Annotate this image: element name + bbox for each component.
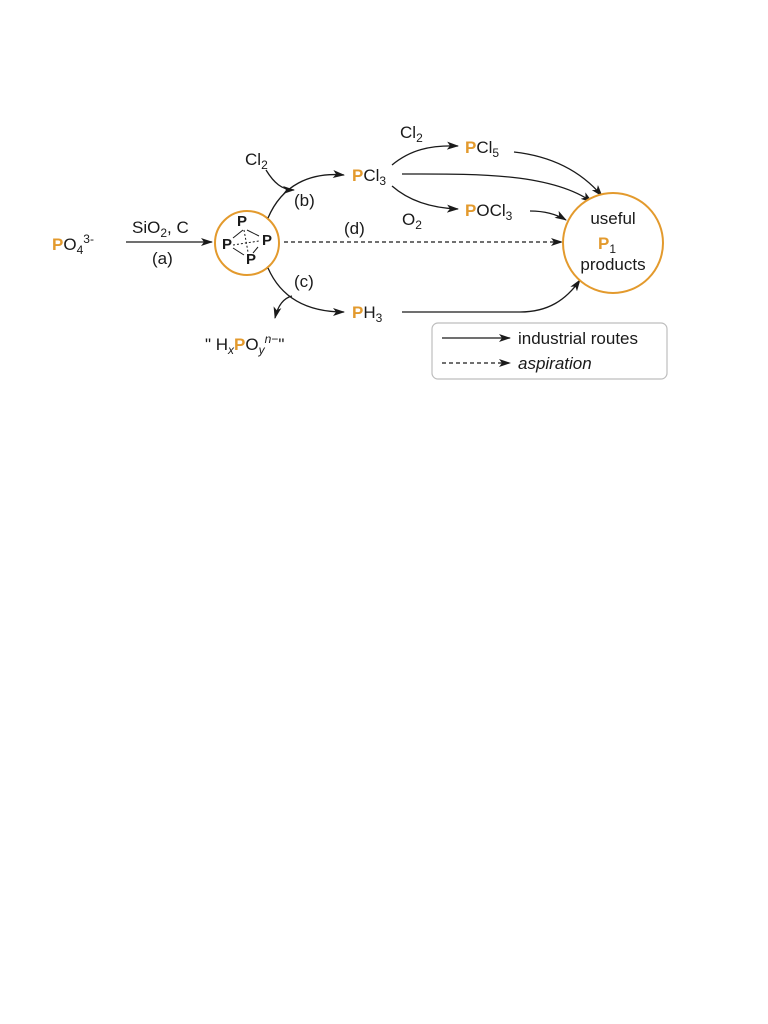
reagent-o2: O2 [402, 210, 422, 232]
arrow-pcl3-to-products [401, 173, 593, 203]
products-line-useful: useful [590, 209, 635, 228]
arrow-byproduct-output [273, 295, 293, 319]
products-line-products: products [580, 255, 645, 274]
byproduct-label: " HxPOyn−" [205, 332, 284, 357]
useful-products-node: useful P1 products [562, 192, 664, 294]
arrow-c [267, 267, 345, 316]
reagent-a: SiO2, C [132, 218, 189, 240]
p4-atom-right: P [262, 232, 272, 249]
phosphate-o: O [63, 235, 76, 254]
pcl5-node: PCl5 [465, 138, 499, 160]
phosphate-node: PO43- [52, 232, 94, 257]
arrow-cl2-input [265, 169, 295, 194]
p4-node: P P P P [214, 210, 280, 276]
arrow-pcl5-to-products [513, 151, 603, 197]
svg-text:PO43-: PO43- [52, 232, 94, 257]
ph3-node: PH3 [352, 303, 383, 325]
phosphate-subscript: 4 [77, 243, 84, 257]
arrow-ph3-to-products [402, 279, 581, 313]
products-circle [562, 192, 664, 294]
p4-atom-top: P [237, 213, 247, 230]
step-label-c: (c) [294, 272, 314, 291]
pocl3-node: POCl3 [465, 201, 513, 223]
arrow-pcl3-to-pcl5 [391, 141, 459, 166]
legend: industrial routes aspiration [431, 322, 668, 380]
step-label-b: (b) [294, 191, 315, 210]
legend-box [431, 322, 668, 380]
p4-circle [214, 210, 280, 276]
p4-atom-left: P [222, 236, 232, 253]
phosphate-p-atom: P [52, 235, 63, 254]
step-label-a: (a) [152, 249, 173, 268]
arrow-pocl3-to-products [529, 210, 567, 221]
phosphate-charge: 3- [83, 232, 94, 246]
p4-atom-bottom: P [246, 251, 256, 268]
legend-industrial-routes: industrial routes [518, 329, 638, 348]
pcl3-node: PCl3 [352, 166, 386, 188]
products-line-p1: P1 [598, 234, 616, 256]
legend-aspiration: aspiration [518, 354, 592, 373]
arrow-pcl3-to-pocl3 [391, 185, 459, 213]
p4-bonds [232, 229, 260, 256]
reagent-cl2-b: Cl2 [245, 150, 268, 172]
arrow-b [267, 170, 345, 219]
step-label-d: (d) [344, 219, 365, 238]
reagent-cl2-top: Cl2 [400, 123, 423, 145]
